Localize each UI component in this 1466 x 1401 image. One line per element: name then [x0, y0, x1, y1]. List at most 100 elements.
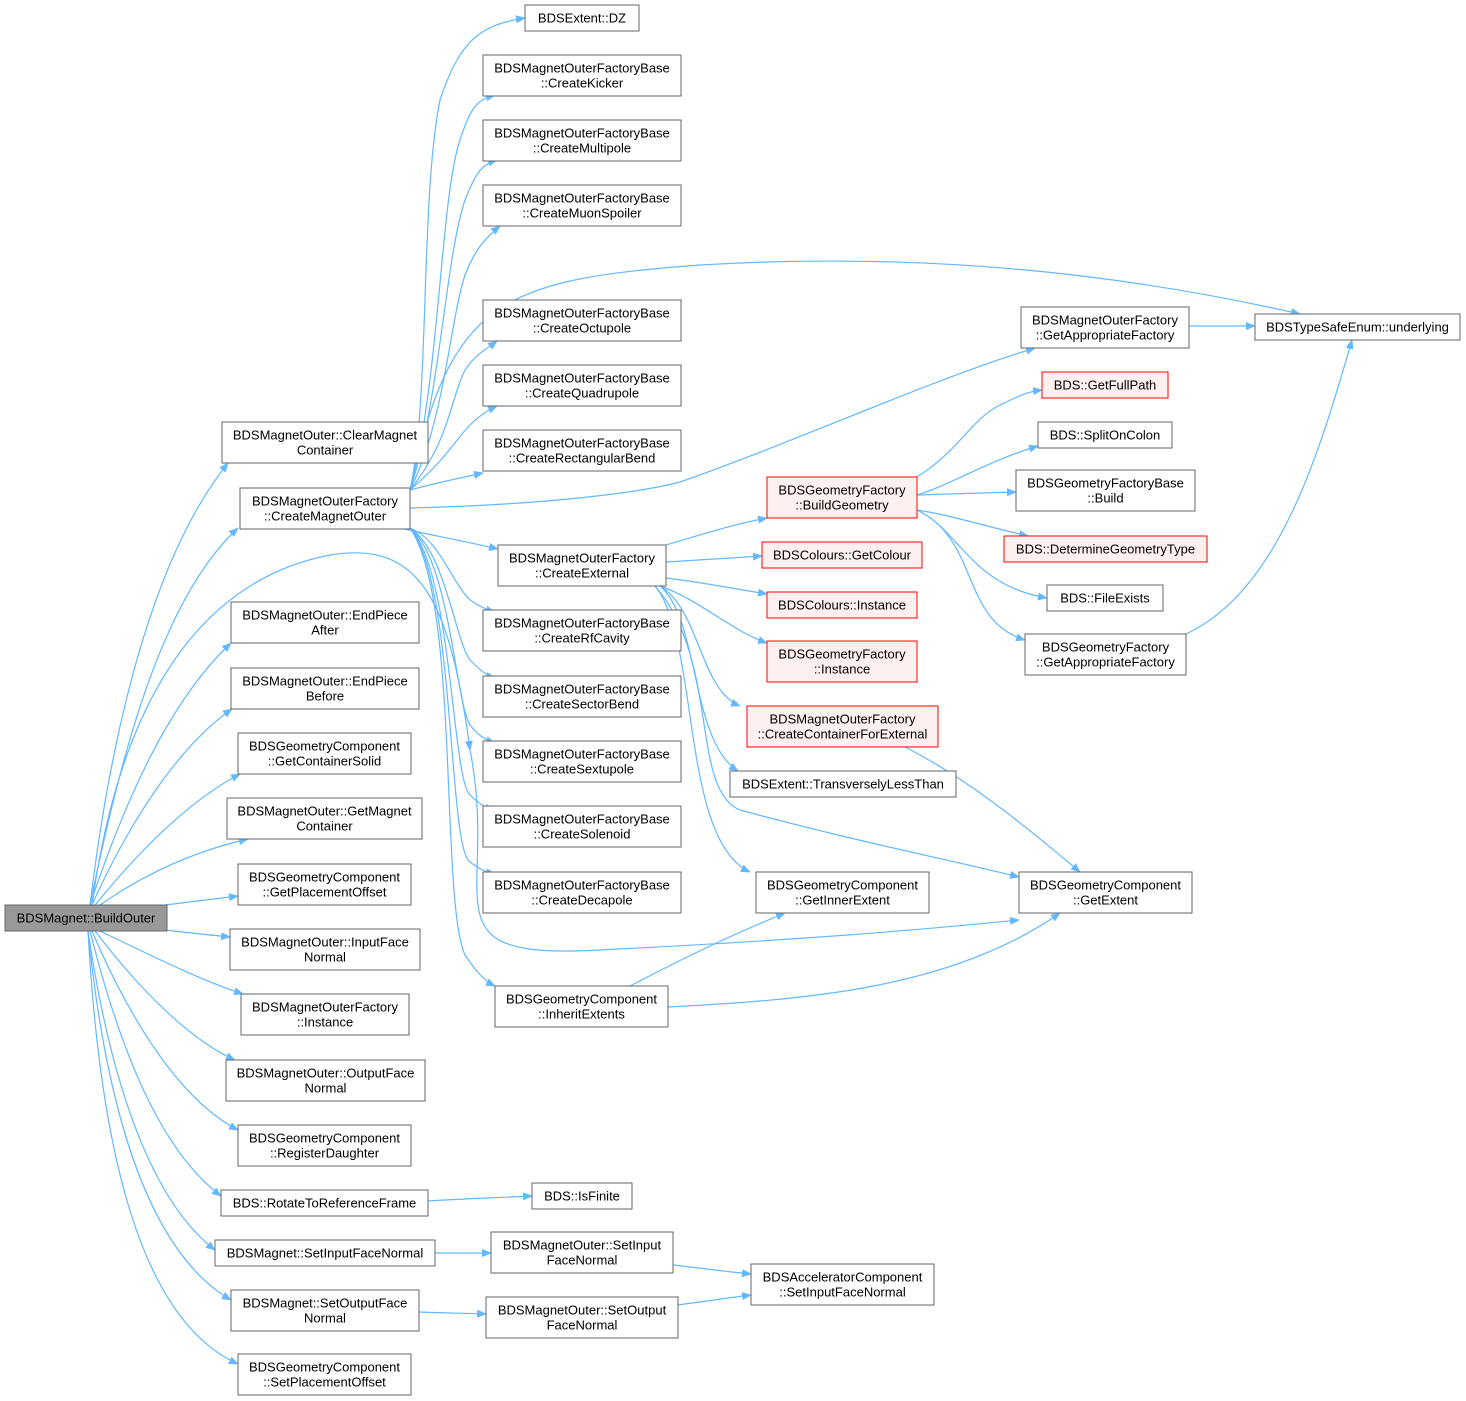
- node-label: BDSMagnetOuterFactoryBase: [494, 616, 670, 631]
- node-label: ::CreateKicker: [541, 76, 624, 91]
- node-tlt[interactable]: BDSExtent::TransverselyLessThan: [729, 770, 957, 798]
- node-label: ::GetPlacementOffset: [262, 885, 386, 900]
- edge-moso-to-acsifn: [677, 1292, 752, 1306]
- node-gfinst[interactable]: BDSGeometryFactory::Instance: [766, 640, 918, 683]
- node-root[interactable]: BDSMagnet::BuildOuter: [4, 904, 168, 932]
- node-label: ::CreateSectorBend: [525, 697, 639, 712]
- node-cmo[interactable]: BDSMagnetOuterFactory::CreateMagnetOuter: [239, 487, 411, 530]
- node-label: ::CreateRectangularBend: [509, 451, 656, 466]
- edge-ccfe-to-ge: [904, 746, 1081, 873]
- edge-cmo-to-crb: [409, 471, 484, 491]
- node-gie[interactable]: BDSGeometryComponent::GetInnerExtent: [755, 871, 930, 914]
- node-cms[interactable]: BDSMagnetOuterFactoryBase::CreateMuonSpo…: [482, 184, 682, 227]
- node-crb[interactable]: BDSMagnetOuterFactoryBase::CreateRectang…: [482, 429, 682, 472]
- node-fe[interactable]: BDS::FileExists: [1046, 584, 1164, 612]
- node-tse[interactable]: BDSTypeSafeEnum::underlying: [1254, 313, 1461, 341]
- node-label: BDSMagnetOuterFactoryBase: [494, 812, 670, 827]
- node-box: [482, 805, 682, 848]
- node-box: [225, 1059, 426, 1102]
- node-bg[interactable]: BDSGeometryFactory::BuildGeometry: [766, 476, 918, 519]
- edge-root-to-cext: [91, 552, 473, 906]
- node-box: [482, 299, 682, 342]
- node-coct[interactable]: BDSMagnetOuterFactoryBase::CreateOctupol…: [482, 299, 682, 342]
- edge-mosi-to-acsifn: [672, 1264, 752, 1278]
- node-label: ::CreateMagnetOuter: [264, 509, 387, 524]
- edge-root-to-rd: [91, 930, 239, 1131]
- node-cdec[interactable]: BDSMagnetOuterFactoryBase::CreateDecapol…: [482, 871, 682, 914]
- edge-root-to-gpo: [164, 893, 239, 906]
- edge-cext-to-ccfe: [659, 585, 741, 707]
- edge-root-to-rot: [89, 930, 222, 1197]
- node-box: [239, 487, 411, 530]
- edge-bg-to-gfp: [916, 387, 1043, 478]
- node-soc[interactable]: BDS::SplitOnColon: [1037, 421, 1173, 449]
- node-gfgaf[interactable]: BDSGeometryFactory::GetAppropriateFactor…: [1024, 633, 1187, 676]
- edge-sofn-to-moso: [418, 1309, 487, 1318]
- node-ge[interactable]: BDSGeometryComponent::GetExtent: [1018, 871, 1193, 914]
- node-mogaf[interactable]: BDSMagnetOuterFactory::GetAppropriateFac…: [1020, 306, 1190, 349]
- node-dgt[interactable]: BDS::DetermineGeometryType: [1003, 535, 1208, 563]
- node-csol[interactable]: BDSMagnetOuterFactoryBase::CreateSolenoi…: [482, 805, 682, 848]
- node-box: [1024, 633, 1187, 676]
- node-ccfe[interactable]: BDSMagnetOuterFactory::CreateContainerFo…: [746, 705, 939, 748]
- node-label: Normal: [304, 1311, 346, 1326]
- node-box: [226, 797, 423, 840]
- node-mofi[interactable]: BDSMagnetOuterFactory::Instance: [240, 993, 410, 1036]
- node-spo[interactable]: BDSGeometryComponent::SetPlacementOffset: [237, 1353, 412, 1396]
- node-box: [482, 184, 682, 227]
- node-box: [729, 770, 957, 798]
- node-label: FaceNormal: [547, 1253, 618, 1268]
- node-cmp[interactable]: BDSMagnetOuterFactoryBase::CreateMultipo…: [482, 119, 682, 162]
- node-colinst[interactable]: BDSColours::Instance: [766, 591, 918, 619]
- node-gfbb[interactable]: BDSGeometryFactoryBase::Build: [1015, 469, 1196, 512]
- edge-cmo-to-ck: [409, 93, 496, 491]
- node-crf[interactable]: BDSMagnetOuterFactoryBase::CreateRfCavit…: [482, 609, 682, 652]
- node-label: BDSGeometryComponent: [249, 1360, 400, 1375]
- edge-cmo-to-cext: [399, 527, 499, 551]
- node-label: BDSGeometryComponent: [249, 1131, 400, 1146]
- node-dz[interactable]: BDSExtent::DZ: [524, 4, 640, 32]
- node-label: BDSGeometryFactory: [778, 483, 906, 498]
- node-ifn[interactable]: BDSMagnetOuter::InputFaceNormal: [229, 928, 421, 971]
- node-label: ::Instance: [814, 662, 870, 677]
- node-gcol[interactable]: BDSColours::GetColour: [761, 541, 923, 569]
- edge-cext-to-gfinst: [659, 585, 768, 644]
- node-label: ::Build: [1087, 491, 1123, 506]
- node-cext[interactable]: BDSMagnetOuterFactory::CreateExternal: [497, 544, 667, 587]
- node-ck[interactable]: BDSMagnetOuterFactoryBase::CreateKicker: [482, 54, 682, 97]
- node-box: [230, 667, 420, 710]
- node-box: [482, 609, 682, 652]
- node-ie[interactable]: BDSGeometryComponent::InheritExtents: [494, 985, 669, 1028]
- edge-cmo-to-cquad: [409, 405, 498, 491]
- node-gfp[interactable]: BDS::GetFullPath: [1041, 371, 1169, 399]
- node-label: BDSMagnetOuterFactoryBase: [494, 436, 670, 451]
- node-rd[interactable]: BDSGeometryComponent::RegisterDaughter: [237, 1124, 412, 1167]
- node-label: BDSMagnetOuter::GetMagnet: [237, 804, 412, 819]
- node-box: [490, 1231, 674, 1274]
- node-box: [1046, 584, 1164, 612]
- edge-root-to-epb: [91, 708, 233, 906]
- node-label: ::BuildGeometry: [795, 498, 889, 513]
- node-csb[interactable]: BDSMagnetOuterFactoryBase::CreateSectorB…: [482, 675, 682, 718]
- node-gpo[interactable]: BDSGeometryComponent::GetPlacementOffset: [237, 863, 412, 906]
- node-isf[interactable]: BDS::IsFinite: [531, 1182, 633, 1210]
- node-cquad[interactable]: BDSMagnetOuterFactoryBase::CreateQuadrup…: [482, 364, 682, 407]
- node-csext[interactable]: BDSMagnetOuterFactoryBase::CreateSextupo…: [482, 740, 682, 783]
- node-box: [1254, 313, 1461, 341]
- node-acsifn[interactable]: BDSAcceleratorComponent::SetInputFaceNor…: [750, 1263, 935, 1306]
- edge-gfgaf-to-tse: [1185, 339, 1354, 635]
- node-mosi[interactable]: BDSMagnetOuter::SetInputFaceNormal: [490, 1231, 674, 1274]
- node-label: BDSGeometryFactoryBase: [1027, 476, 1184, 491]
- node-gcs[interactable]: BDSGeometryComponent::GetContainerSolid: [237, 732, 412, 775]
- edge-cmo-to-dz: [409, 15, 526, 491]
- node-rot[interactable]: BDS::RotateToReferenceFrame: [220, 1189, 429, 1217]
- node-sifn[interactable]: BDSMagnet::SetInputFaceNormal: [214, 1239, 436, 1267]
- node-label: ::Instance: [297, 1015, 353, 1030]
